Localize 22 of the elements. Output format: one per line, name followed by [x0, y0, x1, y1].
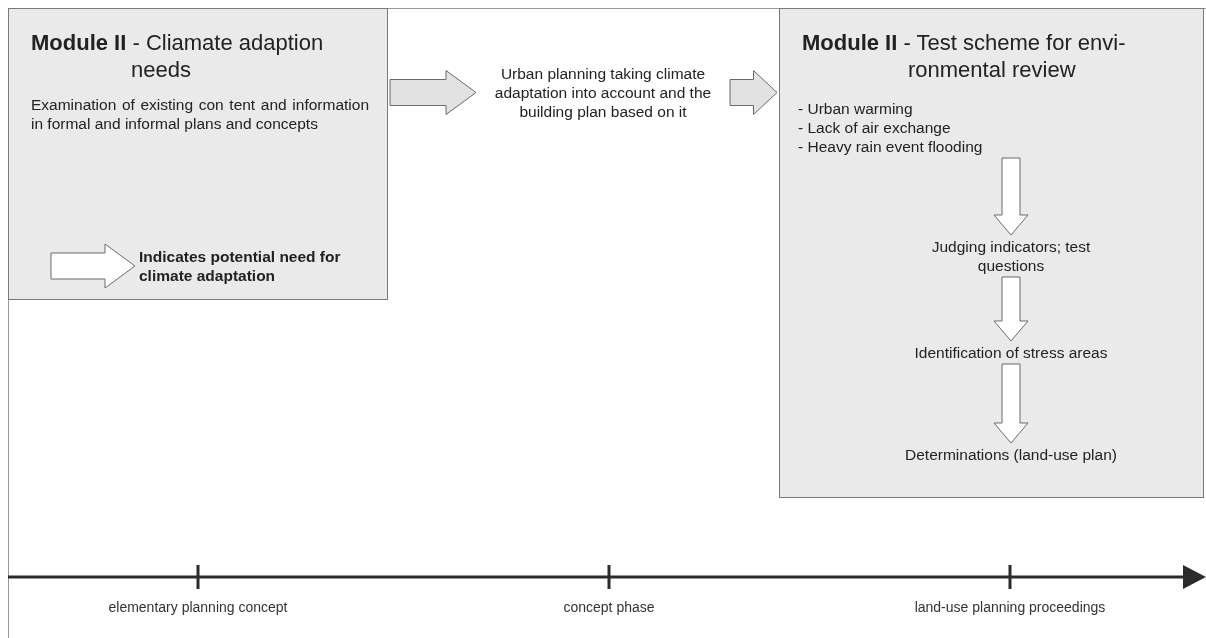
block-arrow	[993, 363, 1029, 444]
step-text: Indicates potential need for climate adaptation	[139, 247, 342, 285]
module-heading: Module II - Cliamate adaption needs	[31, 29, 325, 83]
phase-label: land-use planning proceedings	[913, 599, 1107, 616]
step-text: Identification of stress areas	[913, 343, 1109, 362]
phase-label: elementary planning concept	[107, 599, 289, 616]
step-text: Urban planning taking climate adaptation into account and the building plan based on it	[493, 64, 713, 121]
module-panel	[779, 8, 1204, 498]
block-arrow	[50, 243, 136, 289]
module-panel	[8, 8, 388, 300]
phase-label: concept phase	[562, 599, 656, 616]
description-text: Examination of existing con tent and information in formal and informal plans and concepts	[31, 95, 369, 133]
list-item: - Urban warming	[798, 99, 914, 118]
block-arrow	[729, 70, 778, 115]
list-item: - Heavy rain event flooding	[798, 137, 984, 156]
module-heading: Module II - Test scheme for envi-ronmental review	[802, 29, 1127, 83]
block-arrow	[993, 157, 1029, 236]
step-text: Judging indicators; test questions	[930, 237, 1092, 275]
block-arrow	[389, 70, 477, 115]
block-arrow	[993, 276, 1029, 342]
step-text: Determinations (land-use plan)	[904, 445, 1118, 464]
list-item: - Lack of air exchange	[798, 118, 952, 137]
